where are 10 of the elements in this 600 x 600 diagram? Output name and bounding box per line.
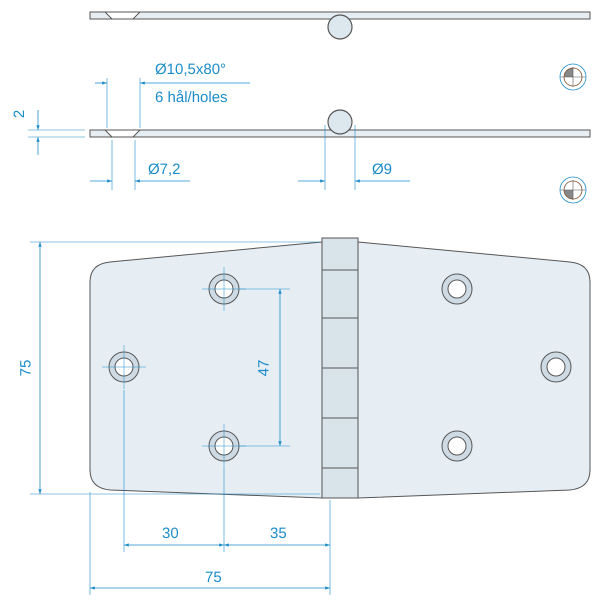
height-dimension: 75 bbox=[18, 360, 34, 376]
width-dimension: 75 bbox=[205, 570, 222, 586]
hole-spacing-dimension: 30 bbox=[162, 526, 179, 542]
hole-spacing-dimension: 47 bbox=[256, 360, 272, 376]
hole-note: 6 hål/holes bbox=[155, 90, 228, 106]
hole-spacing-dimension: 35 bbox=[270, 526, 287, 542]
hole-dimension: Ø7,2 bbox=[148, 162, 181, 178]
pin-dimension: Ø9 bbox=[372, 162, 392, 178]
thickness-dimension: 2 bbox=[12, 110, 28, 118]
hole-dimension: Ø10,5x80° bbox=[155, 62, 226, 78]
